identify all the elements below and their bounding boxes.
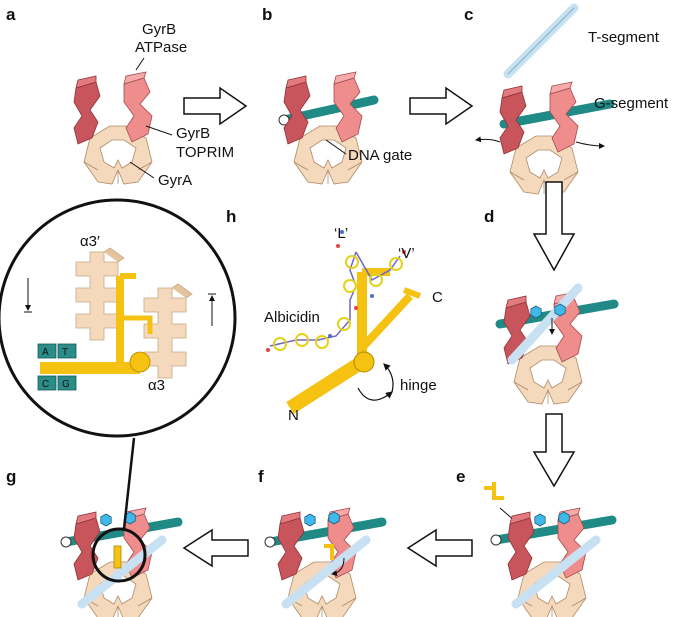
panel-e-gyrase bbox=[490, 508, 617, 617]
panel-label-h: h bbox=[226, 207, 236, 226]
label-gyra: GyrA bbox=[158, 172, 192, 189]
panel-label-c: c bbox=[464, 5, 473, 24]
label-c-terminus: C bbox=[432, 289, 443, 306]
label-gyrb-atpase-1: GyrB bbox=[142, 21, 176, 38]
arrow-f-to-g bbox=[182, 528, 249, 568]
zoom-connector bbox=[122, 437, 136, 530]
hexagon-icon bbox=[554, 303, 566, 317]
panel-label-g: g bbox=[6, 467, 16, 486]
hexagon-icon bbox=[304, 513, 316, 527]
zoom-circle-small bbox=[91, 527, 147, 583]
panel-g-gyrase bbox=[60, 508, 183, 617]
label-g-segment: G-segment bbox=[594, 95, 669, 112]
alpha3-domain bbox=[143, 283, 193, 379]
base-blocks bbox=[37, 343, 77, 391]
alpha3-prime-domain bbox=[75, 247, 125, 341]
label-dna-gate: DNA gate bbox=[348, 147, 412, 164]
leader-gyra bbox=[129, 161, 155, 179]
label-hinge: hinge bbox=[400, 377, 437, 394]
base-t: T bbox=[62, 347, 68, 358]
zoom-inset: A T C G α3′ α3 bbox=[0, 198, 237, 438]
label-albicidin: Albicidin bbox=[264, 309, 320, 326]
base-a: A bbox=[42, 347, 49, 358]
t-segment-d bbox=[507, 283, 583, 365]
hexagon-icon bbox=[558, 511, 570, 525]
panel-label-b: b bbox=[262, 5, 272, 24]
hexagon-icon bbox=[100, 513, 112, 527]
hexagon-icon bbox=[530, 305, 542, 319]
label-gyrb-toprim-1: GyrB bbox=[176, 125, 210, 142]
base-c: C bbox=[42, 379, 49, 390]
arrow-d-to-e bbox=[532, 413, 576, 488]
panel-b-gyrase bbox=[278, 72, 379, 184]
label-alpha3: α3 bbox=[148, 377, 165, 394]
panel-label-a: a bbox=[6, 5, 16, 24]
label-n-terminus: N bbox=[288, 407, 299, 424]
opening-arrow-right bbox=[575, 141, 605, 149]
leader-toprim bbox=[145, 125, 173, 136]
albicidin-mini bbox=[484, 482, 504, 500]
panel-c-gyrase bbox=[499, 82, 615, 194]
hexagon-icon bbox=[328, 511, 340, 525]
arrow-e-to-f bbox=[406, 528, 473, 568]
panel-label-d: d bbox=[484, 207, 494, 226]
label-gyrb-toprim-2: TOPRIM bbox=[176, 144, 234, 161]
opening-arrow-left bbox=[475, 136, 501, 143]
panel-h-structure bbox=[266, 230, 422, 414]
label-alpha3-prime: α3′ bbox=[80, 233, 100, 250]
arrow-a-to-b bbox=[183, 86, 248, 126]
panel-d-gyrase bbox=[495, 283, 619, 404]
arrow-c-to-d bbox=[532, 181, 576, 272]
leader-atpase bbox=[135, 57, 145, 71]
label-t-segment: T-segment bbox=[588, 29, 660, 46]
hexagon-icon bbox=[534, 513, 546, 527]
panel-label-f: f bbox=[258, 467, 264, 486]
base-g: G bbox=[62, 379, 70, 390]
panel-f-gyrase bbox=[264, 508, 387, 617]
label-v: ‘V’ bbox=[398, 245, 415, 262]
label-gyrb-atpase-2: ATPase bbox=[135, 39, 187, 56]
panel-a-gyrase bbox=[74, 72, 152, 184]
albicidin-inset bbox=[40, 273, 153, 374]
arrow-b-to-c bbox=[409, 86, 474, 126]
leader-dna-gate bbox=[325, 139, 347, 155]
label-l: ‘L’ bbox=[334, 225, 348, 242]
panel-label-e: e bbox=[456, 467, 465, 486]
